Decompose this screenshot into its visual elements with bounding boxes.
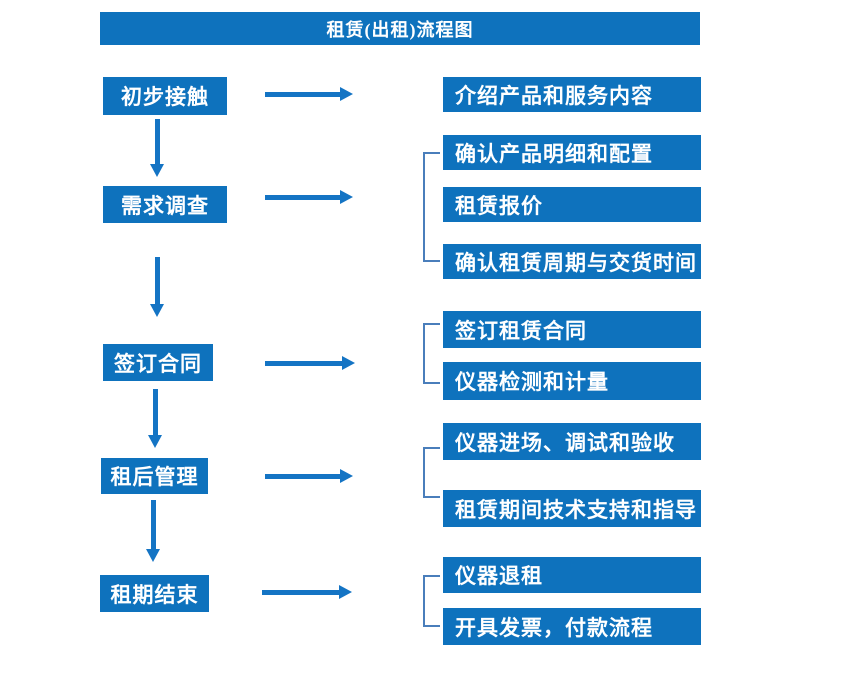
flow-arrow-down-icon bbox=[148, 389, 162, 448]
stage-initial-contact: 初步接触 bbox=[103, 77, 227, 115]
flow-arrow-right-icon bbox=[265, 469, 353, 483]
flow-arrow-down-icon bbox=[150, 257, 164, 317]
detail-box: 确认租赁周期与交货时间 bbox=[443, 244, 701, 279]
flow-arrow-right-icon bbox=[265, 356, 355, 370]
stage-rental-end: 租期结束 bbox=[100, 575, 209, 612]
detail-box: 确认产品明细和配置 bbox=[443, 135, 701, 170]
group-bracket bbox=[423, 152, 440, 262]
detail-box: 介绍产品和服务内容 bbox=[443, 77, 701, 112]
detail-box: 签订租赁合同 bbox=[443, 311, 701, 348]
flow-arrow-right-icon bbox=[265, 190, 353, 204]
flow-arrow-down-icon bbox=[150, 119, 164, 177]
group-bracket bbox=[423, 447, 440, 498]
page-title: 租赁(出租)流程图 bbox=[100, 12, 700, 45]
flow-arrow-down-icon bbox=[146, 500, 160, 562]
stage-demand-survey: 需求调查 bbox=[103, 186, 227, 223]
group-bracket bbox=[423, 323, 440, 384]
detail-box: 租赁报价 bbox=[443, 187, 701, 222]
flow-arrow-right-icon bbox=[262, 585, 352, 599]
detail-box: 开具发票，付款流程 bbox=[443, 608, 701, 645]
detail-box: 仪器检测和计量 bbox=[443, 362, 701, 400]
group-bracket bbox=[423, 575, 440, 627]
flow-arrow-right-icon bbox=[265, 87, 353, 101]
detail-box: 仪器退租 bbox=[443, 557, 701, 593]
stage-post-rental-management: 租后管理 bbox=[101, 458, 208, 494]
stage-sign-contract: 签订合同 bbox=[103, 344, 213, 381]
detail-box: 仪器进场、调试和验收 bbox=[443, 423, 701, 460]
detail-box: 租赁期间技术支持和指导 bbox=[443, 490, 701, 527]
